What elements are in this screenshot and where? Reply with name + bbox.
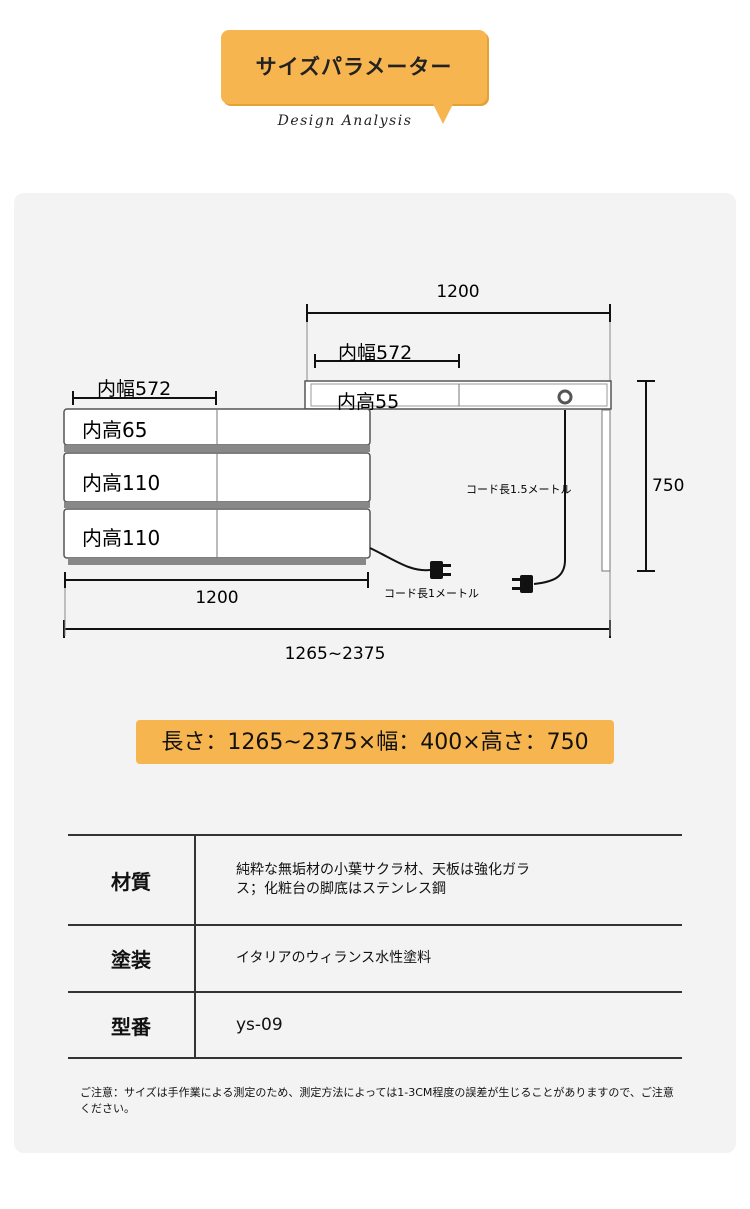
page-subtitle: Design Analysis	[277, 113, 413, 129]
label-drawer-1: 内高65	[82, 418, 147, 442]
spec-label: 材質	[68, 834, 196, 926]
disclaimer-note: ご注意：サイズは手作業による測定のため、測定方法によっては1-3CM程度の誤差が…	[80, 1086, 674, 1115]
desk-leg	[601, 409, 611, 572]
label-left-inner-width: 内幅572	[97, 378, 171, 400]
label-top-inner-height: 内高55	[337, 391, 399, 413]
label-drawer-2: 内高110	[82, 471, 160, 495]
spec-label: 塗装	[68, 924, 196, 993]
spec-row-material: 材質 純粋な無垢材の小葉サクラ材、天板は強化ガラス；化粧台の脚底はステンレス鋼	[68, 834, 682, 926]
plug-icon-2	[512, 575, 533, 593]
desk-top	[304, 380, 612, 572]
title-badge	[221, 30, 487, 104]
plug-icon	[430, 561, 451, 579]
label-height: 750	[652, 476, 684, 496]
cord-short	[369, 547, 431, 572]
label-cord-long: コード長1.5メートル	[466, 483, 572, 496]
spec-row-model: 型番 ys-09	[68, 991, 682, 1059]
label-drawer-3: 内高110	[82, 526, 160, 550]
label-bottom-width: 1200	[195, 588, 238, 608]
summary-bar	[136, 720, 614, 764]
spec-value: 純粋な無垢材の小葉サクラ材、天板は強化ガラス；化粧台の脚底はステンレス鋼	[236, 862, 530, 897]
spec-table: 材質 純粋な無垢材の小葉サクラ材、天板は強化ガラス；化粧台の脚底はステンレス鋼 …	[68, 834, 682, 1059]
label-top-width: 1200	[436, 282, 479, 302]
summary-dimensions: 長さ：1265~2375×幅：400×高さ：750	[161, 730, 589, 755]
spec-label: 型番	[68, 991, 196, 1059]
cable-hole-icon	[557, 389, 573, 405]
dresser	[63, 408, 371, 565]
spec-row-paint: 塗装 イタリアのウィランス水性塗料	[68, 924, 682, 993]
spec-value: ys-09	[195, 991, 682, 1059]
title-badge-tail	[432, 102, 454, 124]
label-top-inner-width: 内幅572	[338, 342, 412, 364]
label-cord-short: コード長1メートル	[384, 587, 479, 600]
label-total-length: 1265~2375	[285, 644, 386, 664]
dimension-diagram: 1200 内幅572 内高55 750 コード長1.5メートル 内幅572 内高…	[63, 282, 684, 664]
spec-value: イタリアのウィランス水性塗料	[195, 924, 682, 993]
page-title: サイズパラメーター	[255, 55, 453, 79]
cord-long	[533, 410, 566, 585]
